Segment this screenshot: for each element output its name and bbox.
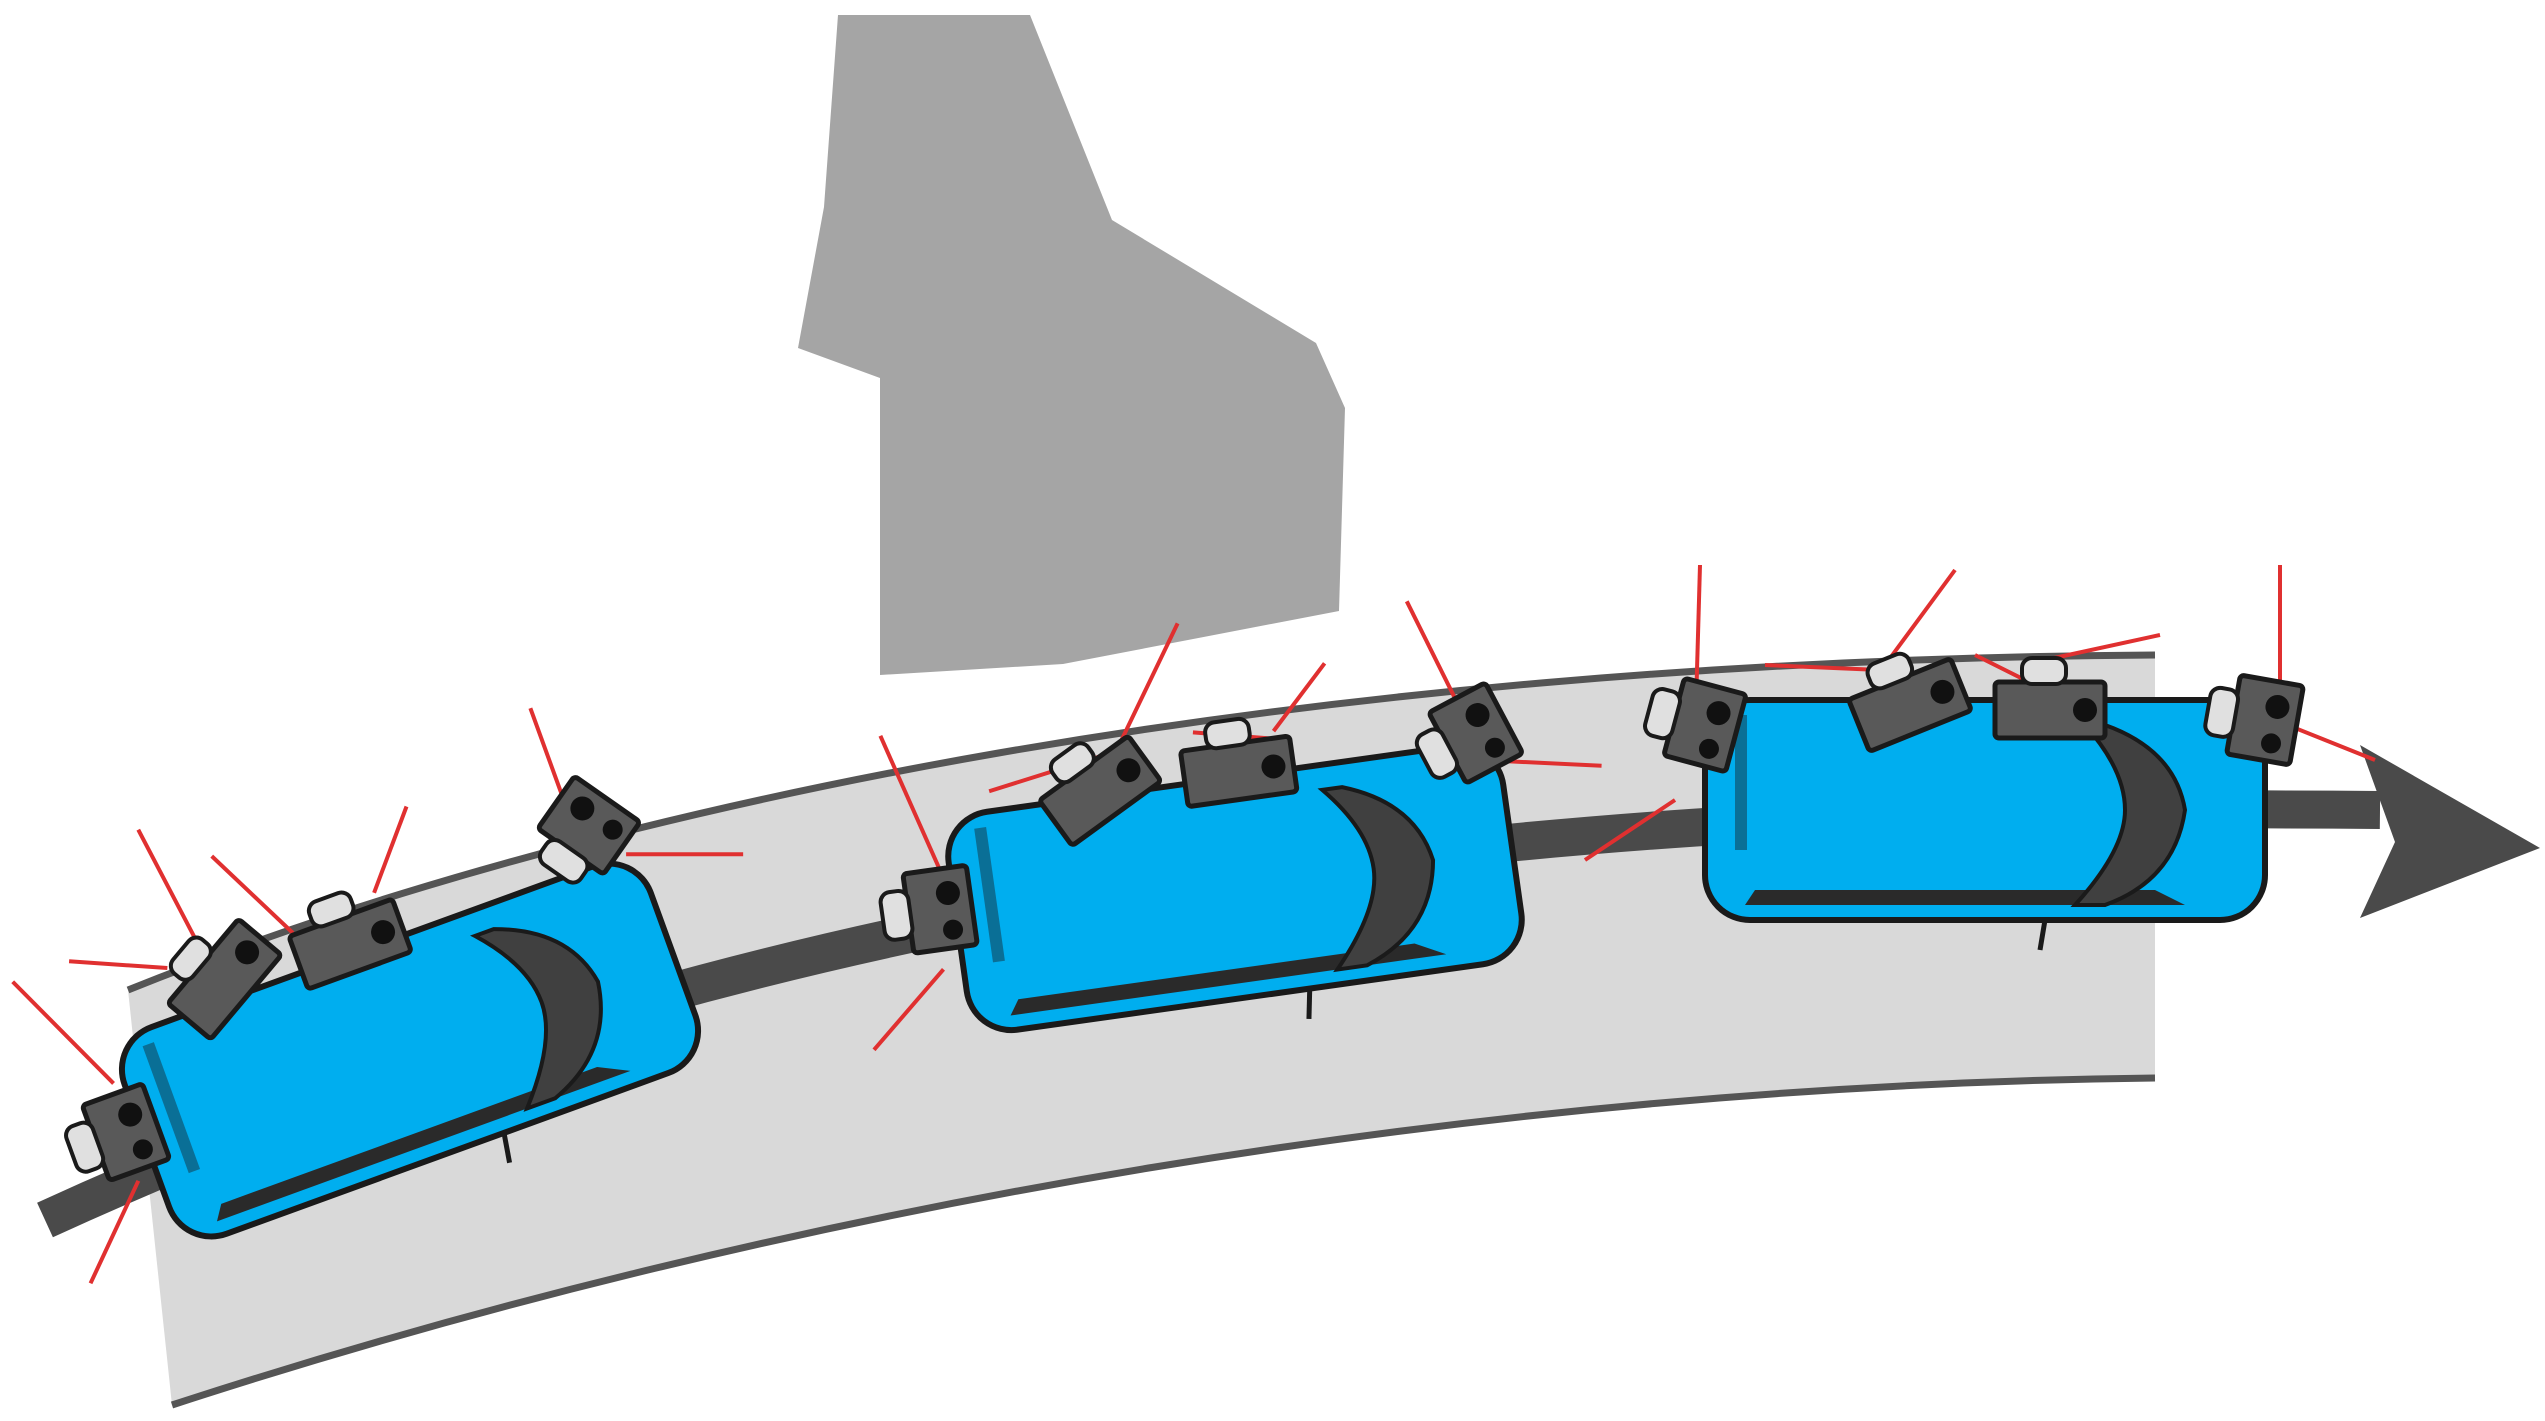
car-icon: [1705, 700, 2265, 950]
scan-ray-group: [1583, 564, 2376, 862]
car-pose-2: [872, 600, 1602, 1080]
car-pose-1: [11, 707, 744, 1285]
car-pose-3: [1583, 564, 2376, 950]
road-edge-bottom: [170, 1074, 2156, 1409]
building-shape: [798, 15, 1345, 675]
trajectory-arrowhead-icon: [2360, 745, 2540, 918]
